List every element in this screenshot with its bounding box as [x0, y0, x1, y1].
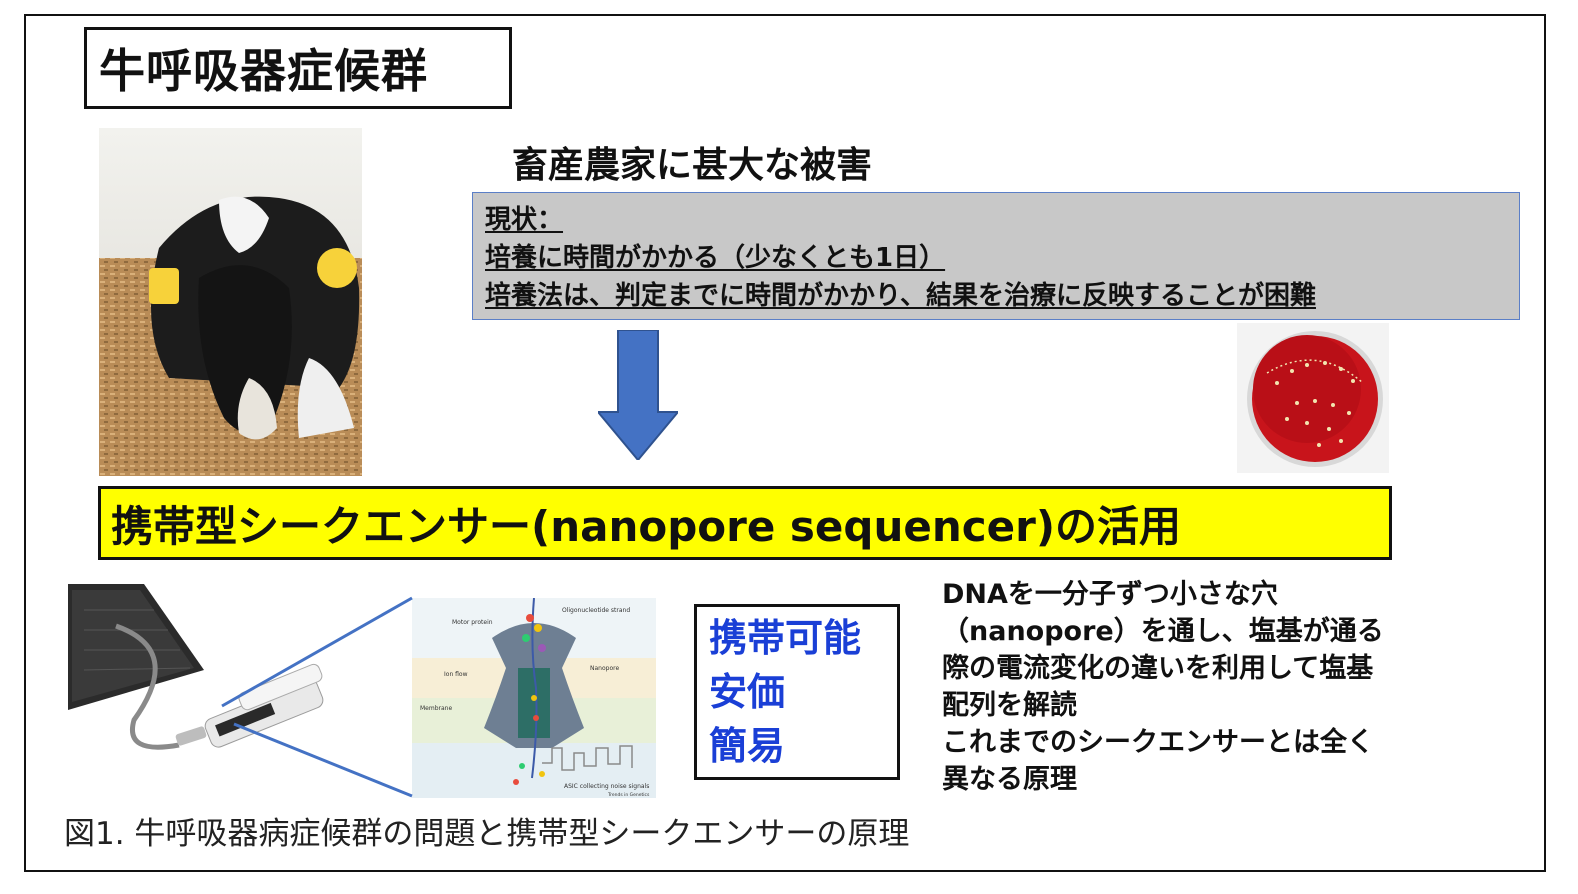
down-arrow-icon [598, 330, 678, 460]
merits-box: 携帯可能 安価 簡易 [694, 604, 900, 780]
status-box: 現状： 培養に時間がかかる（少なくとも1日） 培養法は、判定までに時間がかかり、… [472, 192, 1520, 320]
label-nanopore: Nanopore [590, 665, 619, 672]
sequencer-device-photo [68, 584, 324, 750]
cow-photo [99, 128, 362, 476]
page-title: 牛呼吸器症候群 [84, 27, 512, 109]
petri-dish-photo [1237, 323, 1389, 473]
label-motor-protein: Motor protein [452, 619, 493, 626]
nanopore-diagram: Motor protein Oligonucleotide strand Ion… [412, 598, 656, 798]
merit-cheap: 安価 [709, 670, 786, 714]
status-line-culture-time: 培養に時間がかかる（少なくとも1日） [485, 243, 946, 273]
merit-portable: 携帯可能 [709, 616, 862, 660]
figure-caption: 図1. 牛呼吸器病症候群の問題と携帯型シークエンサーの原理 [64, 816, 910, 852]
principle-line: 際の電流変化の違いを利用して塩基 [942, 653, 1374, 684]
label-ion-flow: Ion flow [444, 671, 468, 678]
sequencer-banner: 携帯型シークエンサー(nanopore sequencer)の活用 [98, 486, 1392, 560]
label-oligonucleotide: Oligonucleotide strand [562, 607, 630, 614]
status-label: 現状： [485, 205, 564, 235]
principle-line: DNAを一分子ずつ小さな穴 [942, 579, 1278, 610]
status-line-difficulty: 培養法は、判定までに時間がかかり、結果を治療に反映することが困難 [485, 281, 1316, 311]
principle-text: DNAを一分子ずつ小さな穴 （nanopore）を通し、塩基が通る 際の電流変化… [942, 576, 1482, 798]
principle-line: 配列を解読 [942, 690, 1077, 721]
principle-line: これまでのシークエンサーとは全く [942, 727, 1374, 758]
label-membrane: Membrane [420, 705, 452, 712]
merit-simple: 簡易 [709, 724, 786, 768]
label-source: Trends in Genetics [607, 792, 650, 798]
principle-line: 異なる原理 [942, 764, 1077, 795]
label-asic: ASIC collecting noise signals [564, 783, 649, 790]
damage-heading: 畜産農家に甚大な被害 [512, 145, 873, 186]
principle-line: （nanopore）を通し、塩基が通る [942, 616, 1384, 647]
